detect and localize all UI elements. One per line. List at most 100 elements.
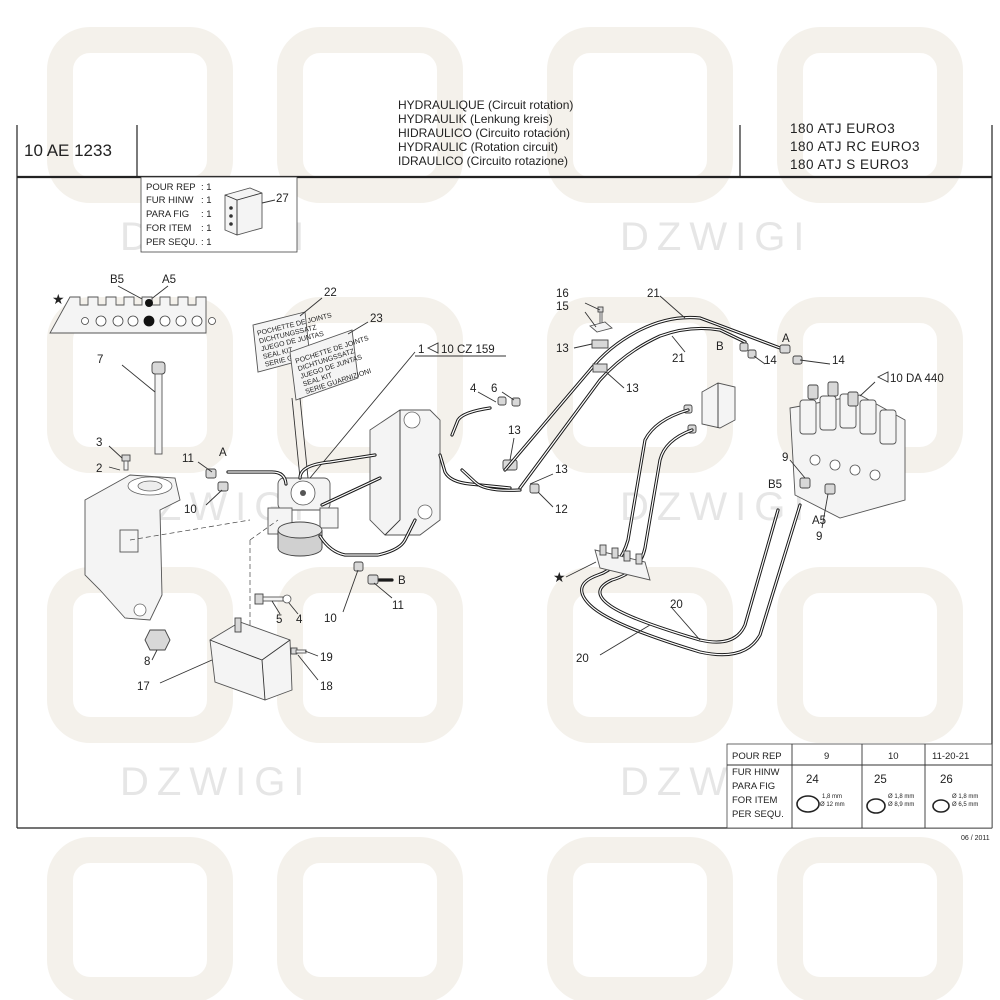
legend-top-value-5: : 1 [201,237,212,248]
rotation-motor [267,477,339,557]
part-23-sign: POCHETTE DE JOINTS DICHTUNGSSATZ JUEGO D… [289,329,372,401]
callout-13-top: 13 [556,343,569,355]
callout-10-upper: 10 [184,504,197,516]
legend-col-3-item: 26 [940,774,953,786]
callout-9-lower: 9 [816,531,822,543]
legend-top-value-4: : 1 [201,223,212,234]
title-block: HYDRAULIQUE (Circuit rotation) HYDRAULIK… [398,98,573,168]
callout-21-lower: 21 [672,353,685,365]
callout-13-lower: 13 [555,464,568,476]
hose-20-pair [580,408,802,657]
callout-3: 3 [96,437,102,449]
oring-24 [796,795,820,813]
legend-col-1-item: 24 [806,774,819,786]
legend-bottom-label-2: FUR HINW [732,767,780,778]
callout-16: 16 [556,288,569,300]
reference-10cz159: 10 CZ 159 [441,344,495,356]
title-es: HIDRAULICO (Circuito rotación) [398,126,570,140]
legend-col-3-d1: Ø 1,8 mm [952,794,978,800]
oring-26 [932,799,950,813]
callout-15: 15 [556,301,569,313]
port-b-right: B [716,341,724,353]
callout-20-lower: 20 [576,653,589,665]
callout-4-upper: 4 [470,383,477,395]
clamp-13-upper [591,339,609,373]
title-it: IDRAULICO (Circuito rotazione) [398,154,568,168]
label-a5-strip: A5 [162,274,176,286]
fittings-left [205,396,540,585]
callout-10-lower: 10 [324,613,337,625]
revision-date: 06 / 2011 [961,835,990,842]
part-2-support [84,474,181,621]
callout-9-upper: 9 [782,452,788,464]
manifold-bracket [701,382,736,429]
legend-col-2-d2: Ø 8,9 mm [888,802,914,808]
model-1: 180 ATJ EURO3 [790,121,895,136]
legend-col-1-rep: 9 [824,751,829,762]
legend-top-label-4: FOR ITEM [146,223,191,234]
connector-strip-part [594,544,651,581]
callout-13-right: 13 [626,383,639,395]
legend-col-3-d2: Ø 6,5 mm [952,802,978,808]
legend-col-2-rep: 10 [888,751,899,762]
callout-18: 18 [320,681,333,693]
title-de: HYDRAULIK (Lenkung kreis) [398,112,553,126]
star-marker-diagram: ★ [553,569,566,585]
legend-bottom-label-4: FOR ITEM [732,795,777,806]
legend-bottom-label-5: PER SEQU. [732,809,784,820]
legend-col-2-item: 25 [874,774,887,786]
watermark-word-2: DZWIGI [620,215,812,259]
callout-8: 8 [144,656,150,668]
model-3: 180 ATJ S EURO3 [790,157,909,172]
connector-strip-legend: ★ B5 A5 [49,274,216,334]
legend-bottom-label-3: PARA FIG [732,781,775,792]
star-marker-top: ★ [52,291,65,307]
callout-17: 17 [137,681,150,693]
oring-25 [866,798,886,814]
callout-20-upper: 20 [670,599,683,611]
model-block: 180 ATJ EURO3 180 ATJ RC EURO3 180 ATJ S… [790,121,920,172]
legend-col-1-d2: Ø 12 mm [820,802,845,808]
callout-14-left: 14 [764,355,777,367]
legend-bottom-label-1: POUR REP [732,751,782,762]
legend-col-3-rep: 11-20-21 [932,751,969,762]
callout-4-lower: 4 [296,614,303,626]
part-27-block [224,187,263,236]
legend-top-label-3: PARA FIG [146,209,189,220]
hose-21-pair [503,315,782,490]
callout-1: 1 [418,344,424,356]
callout-5: 5 [276,614,282,626]
reference-10da440: 10 DA 440 [890,373,944,385]
hose-group-left [226,406,522,582]
label-b5-strip: B5 [110,274,124,286]
callout-14-right: 14 [832,355,845,367]
callout-11-lower: 11 [392,600,404,612]
callout-12: 12 [555,504,568,516]
legend-top-value-3: : 1 [201,209,212,220]
watermark-word-5: DZWIGI [120,760,312,804]
part-8-nut [144,629,171,651]
legend-top: POUR REP FUR HINW PARA FIG FOR ITEM PER … [140,176,298,253]
part-15-16-plate [589,306,613,333]
port-b-left: B [398,575,406,587]
callout-23: 23 [370,313,383,325]
legend-bottom: POUR REP FUR HINW PARA FIG FOR ITEM PER … [726,743,993,829]
callout-7: 7 [97,354,103,366]
callout-11-upper: 11 [182,453,194,465]
title-en: HYDRAULIC (Rotation circuit) [398,140,558,154]
model-2: 180 ATJ RC EURO3 [790,139,920,154]
port-a-right: A [782,333,790,345]
title-fr: HYDRAULIQUE (Circuit rotation) [398,98,573,112]
callout-21-upper: 21 [647,288,660,300]
port-b5-valve: B5 [768,479,782,491]
legend-top-value-2: : 1 [201,195,212,206]
callout-19: 19 [320,652,333,664]
callout-22: 22 [324,287,337,299]
legend-col-2-d1: Ø 1,8 mm [888,794,914,800]
control-valve [789,381,906,519]
legend-top-label-1: POUR REP [146,182,196,193]
legend-top-value-1: : 1 [201,182,212,193]
part-17-cover [209,617,293,701]
callout-13-mid: 13 [508,425,521,437]
